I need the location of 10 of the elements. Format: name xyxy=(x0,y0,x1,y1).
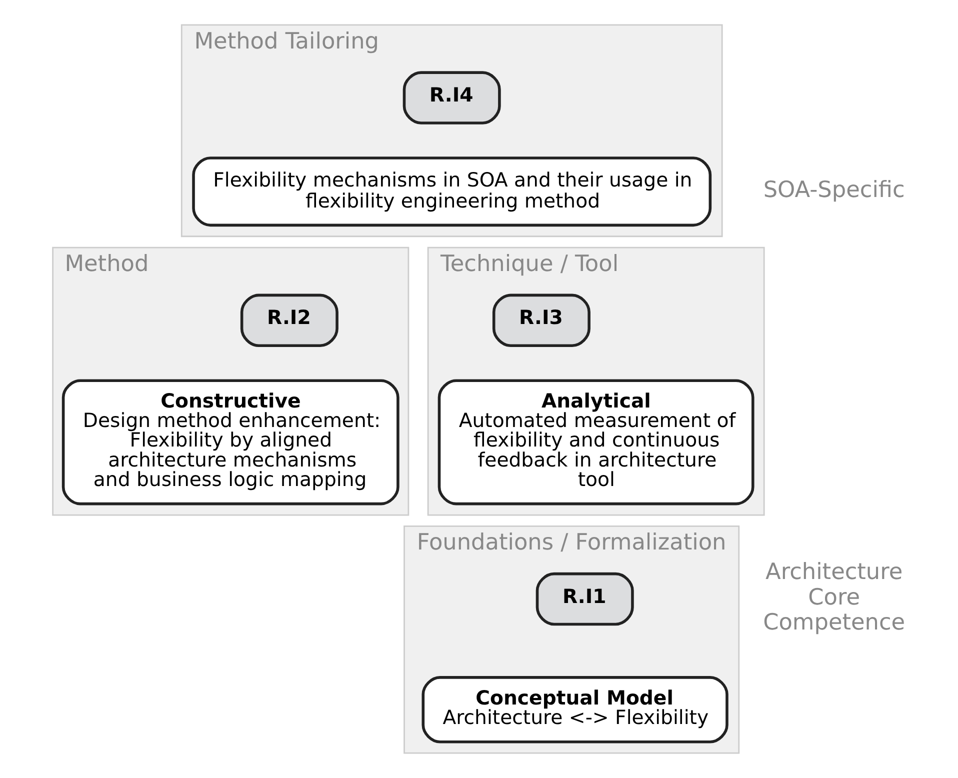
label: SOA-Specific xyxy=(762,176,904,203)
node-box: Constructive Design method enhancement: Flexibility by aligned architecture mechanisms and business logic mapping xyxy=(61,379,399,506)
node-box: R.I3 xyxy=(492,294,590,347)
node-box: Analytical Automated measurement of flexibility and continuous feedback in architecture tool xyxy=(437,379,754,506)
node-box: Conceptual Model Architecture <-> Flexibility xyxy=(421,676,728,744)
node-box: R.I4 xyxy=(402,71,500,124)
node-box: R.I2 xyxy=(240,294,338,347)
node-box: Flexibility mechanisms in SOA and their usage in flexibility engineering method xyxy=(192,156,712,227)
label: Architecture Core Competence xyxy=(762,559,905,636)
node-box: R.I1 xyxy=(535,572,634,626)
